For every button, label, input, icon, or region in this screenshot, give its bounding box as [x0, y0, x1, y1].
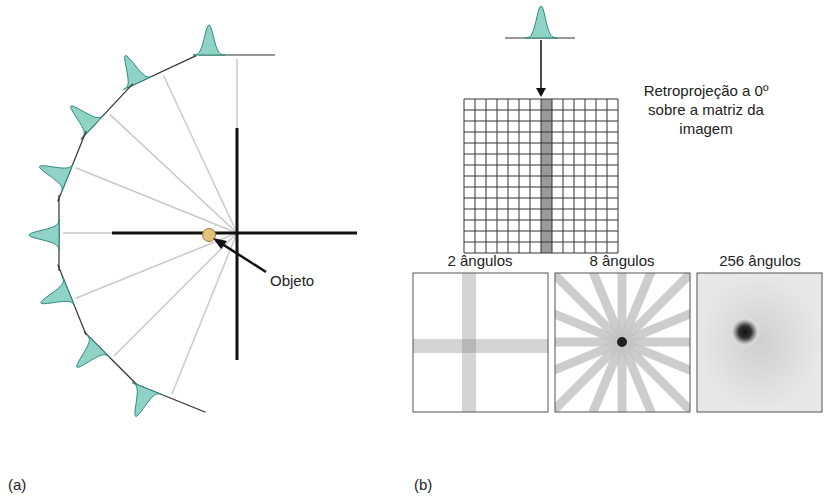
- profile-0deg: [505, 6, 575, 97]
- projection-profile: [525, 6, 557, 38]
- projection-profile: [29, 219, 59, 251]
- grid-line: [552, 99, 553, 253]
- grid-line: [464, 187, 618, 188]
- grid-line: [585, 99, 586, 253]
- object-dot: [203, 229, 216, 242]
- projection-profile: [77, 335, 110, 368]
- ray: [172, 233, 237, 394]
- grid-line: [464, 209, 618, 210]
- grid-line: [464, 220, 618, 221]
- grid-line: [563, 99, 564, 253]
- backprojection-band: [618, 273, 627, 412]
- grid-line: [618, 99, 619, 253]
- projection-profile: [40, 163, 74, 193]
- grid-line: [607, 99, 608, 253]
- panel-caption: 256 ângulos: [719, 252, 801, 271]
- recon-256-angles: [697, 273, 822, 412]
- backprojection-band: [576, 273, 668, 412]
- grid-line: [464, 176, 618, 177]
- backprojection-band: [555, 296, 690, 388]
- grid-line: [596, 99, 597, 253]
- ray: [114, 233, 237, 356]
- callout-arrow: [213, 238, 266, 272]
- detector-profiles: [29, 25, 275, 416]
- note-text: Retroprojeção a 0º sobre a matriz da ima…: [642, 82, 770, 138]
- ray: [76, 233, 237, 298]
- grid-line: [464, 231, 618, 232]
- callout-label: Objeto: [270, 272, 314, 291]
- grid-line: [574, 99, 575, 253]
- grid-line: [464, 198, 618, 199]
- grid-line: [464, 242, 618, 243]
- ray: [163, 75, 237, 233]
- projection-profile: [41, 277, 75, 307]
- ray: [76, 168, 237, 233]
- projection-profile: [132, 383, 162, 417]
- backprojection-band: [555, 338, 690, 347]
- projection-profile: [71, 106, 104, 138]
- projection-profile: [124, 56, 153, 90]
- panel-caption: 2 ângulos: [447, 252, 512, 271]
- ray: [110, 114, 237, 233]
- recon-2-angles: [413, 273, 548, 412]
- panel-caption: 8 ângulos: [589, 252, 654, 271]
- panel-letter: (a): [8, 476, 26, 495]
- projection-rays: [63, 59, 237, 394]
- image-matrix: [464, 99, 618, 253]
- axes: [112, 128, 357, 360]
- panel-letter: (b): [414, 476, 432, 495]
- projection-profile: [193, 25, 225, 55]
- backprojection-band: [555, 273, 690, 412]
